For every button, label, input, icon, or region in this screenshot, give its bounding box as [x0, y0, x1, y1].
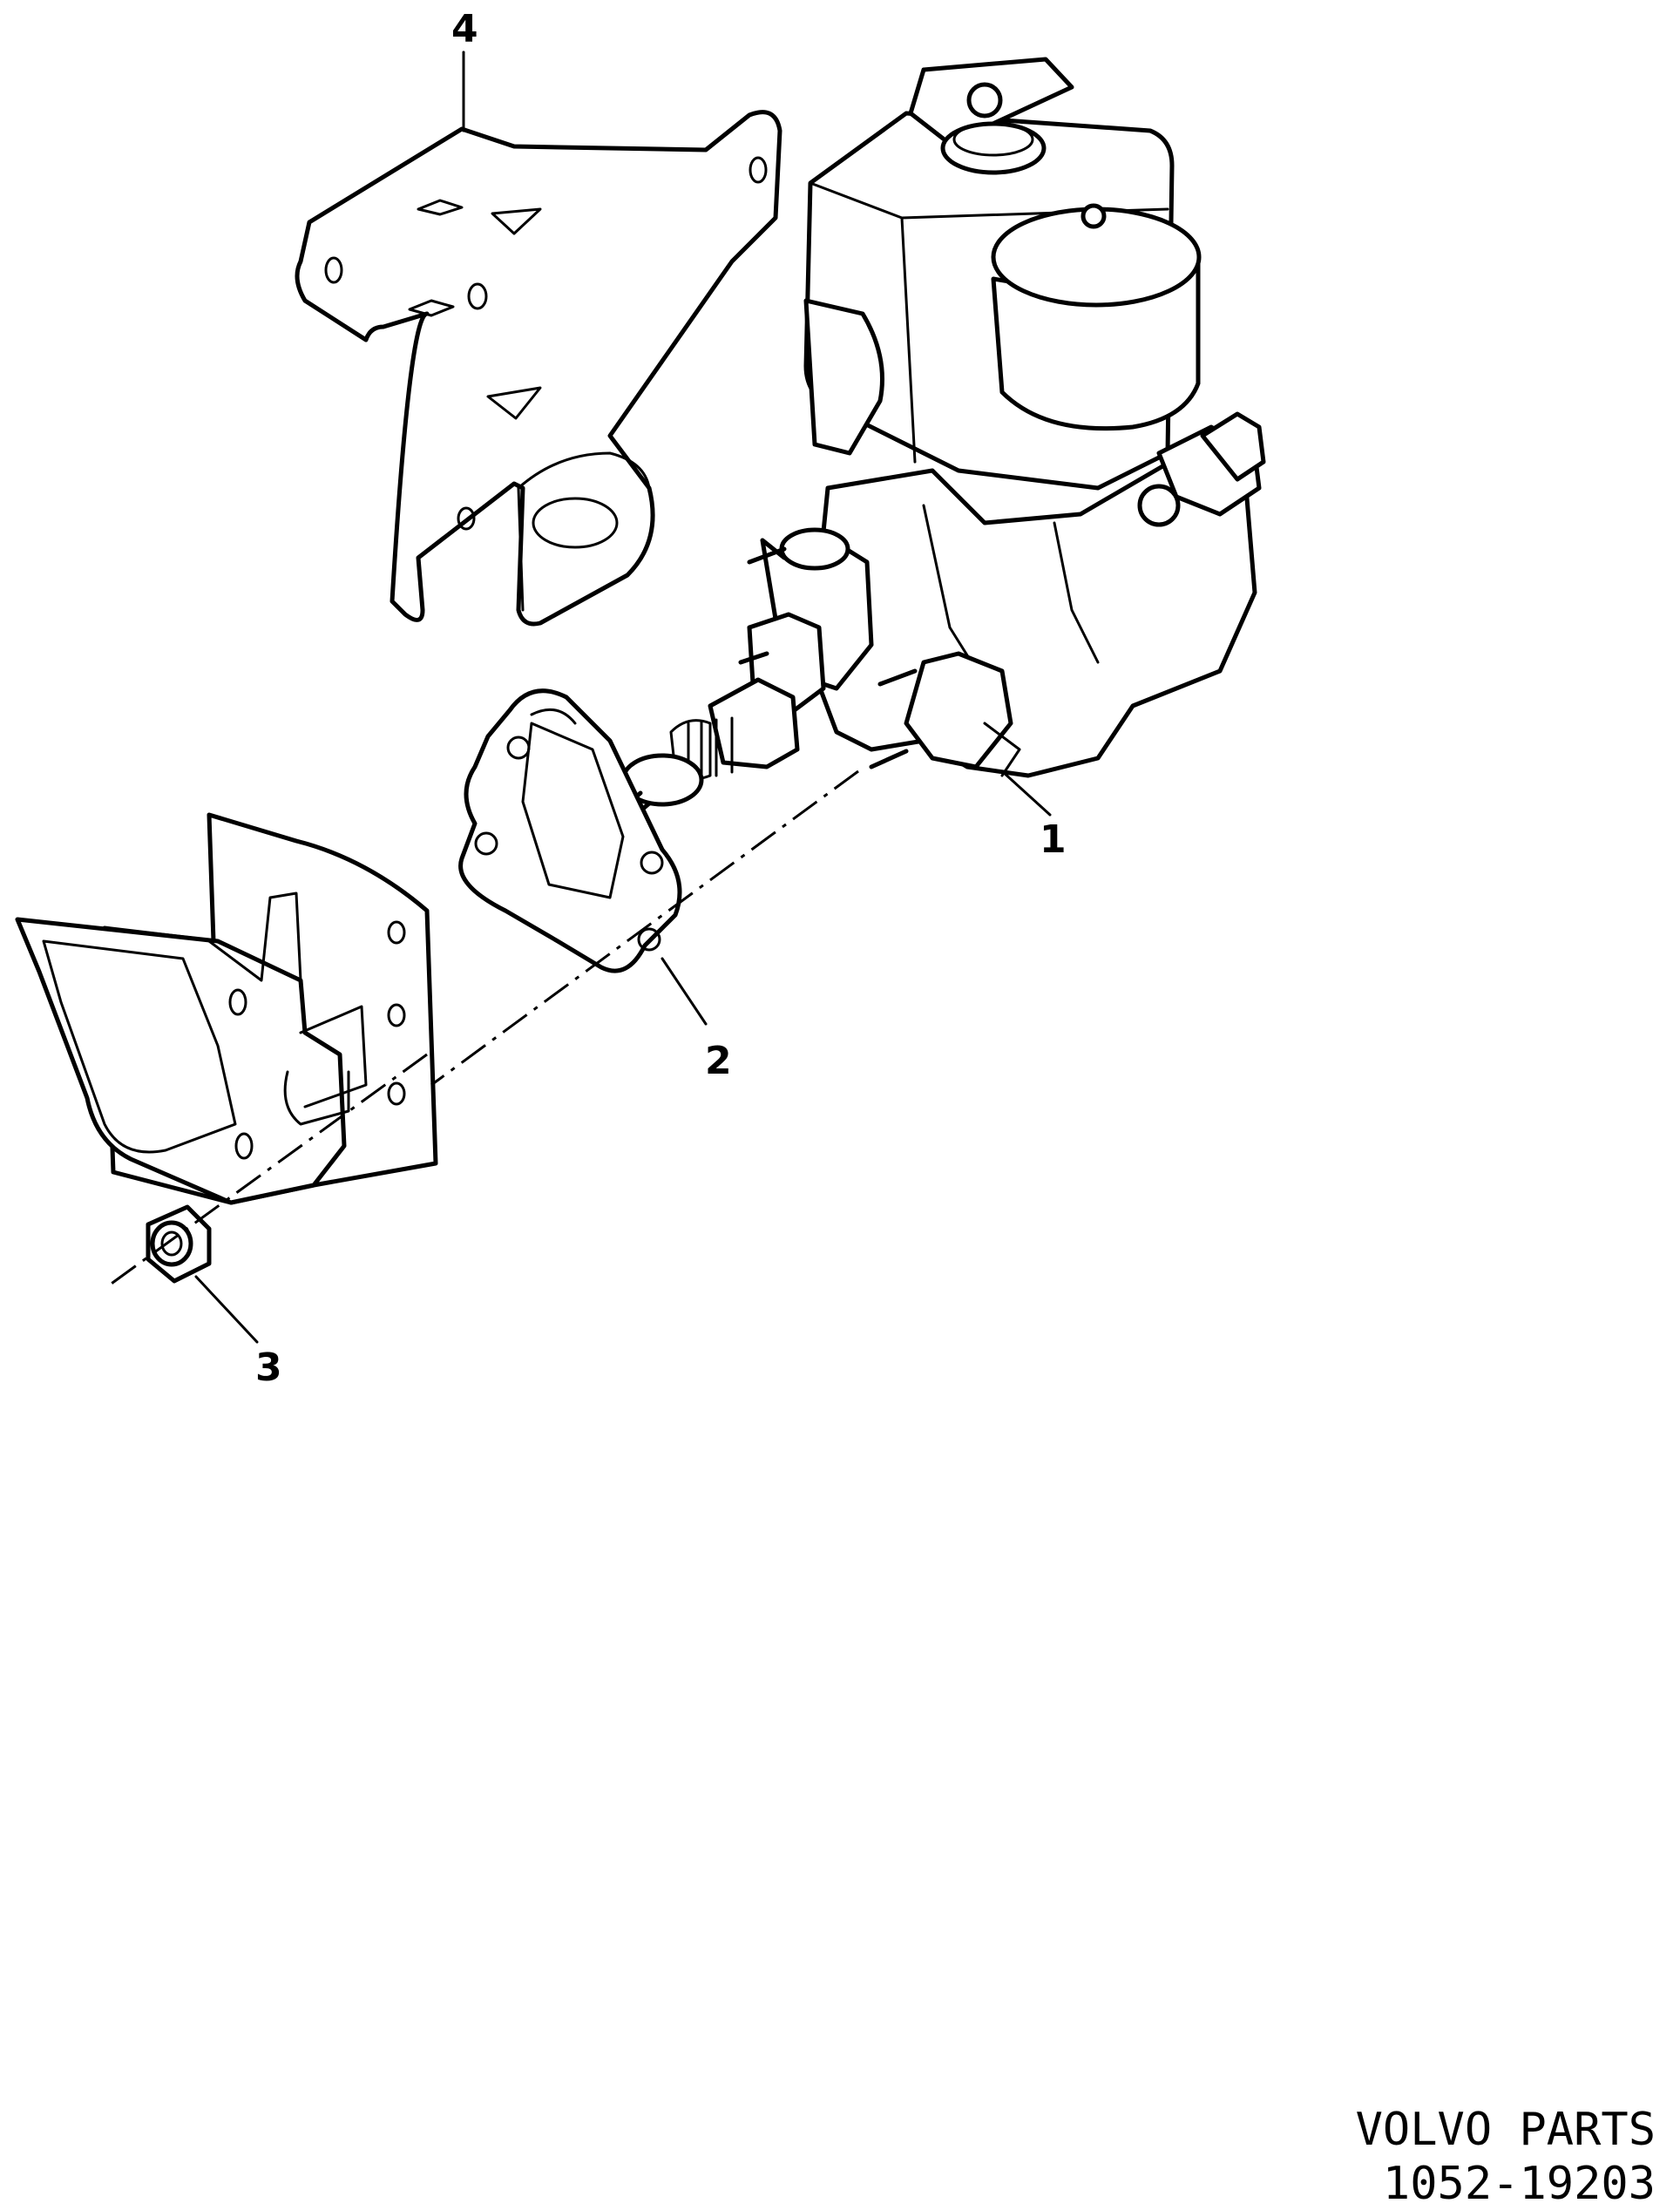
callout-label-4: 4	[451, 7, 478, 51]
callout-label-1: 1	[1040, 817, 1067, 862]
master-cylinder-part-1	[529, 57, 1266, 893]
bracket-part-4	[295, 51, 782, 627]
axis-line-upper	[430, 769, 859, 1087]
footer-code: 1052-19203	[1382, 2158, 1656, 2210]
axis-line-lower	[108, 1053, 428, 1287]
leader-line-3	[194, 1275, 259, 1344]
callout-label-3: 3	[255, 1346, 282, 1390]
gasket-part-2	[458, 688, 682, 973]
nut-part-3	[146, 1204, 212, 1284]
leader-line-1	[1000, 769, 1052, 817]
footer-brand: VOLVO PARTS	[1355, 2104, 1656, 2156]
firewall-panel	[15, 812, 438, 1205]
leader-line-2	[660, 957, 708, 1026]
callout-label-2: 2	[705, 1039, 732, 1083]
